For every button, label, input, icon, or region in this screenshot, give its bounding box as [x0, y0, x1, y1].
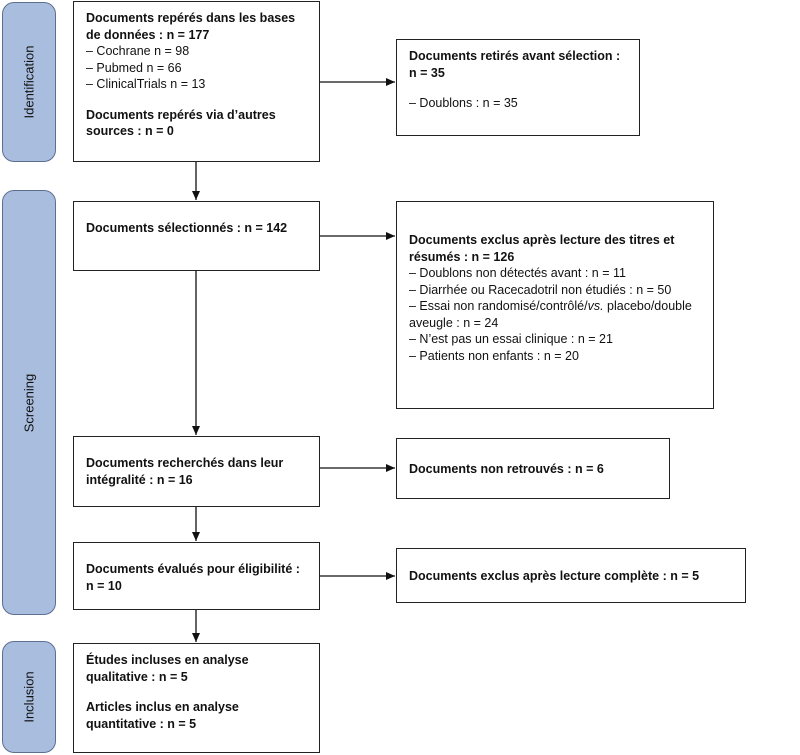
sought-title: Documents recherchés dans leur intégrali…	[86, 456, 284, 487]
excluded-titles-item-doublons: – Doublons non détectés avant : n = 11	[409, 266, 626, 280]
box-databases: Documents repérés dans les bases de donn…	[73, 1, 320, 162]
phase-identification: Identification	[2, 2, 56, 162]
excluded-titles-item-essai-part2: placebo/double aveugle : n = 24	[409, 299, 692, 330]
assessed-title: Documents évalués pour éligibilité : n =…	[86, 562, 300, 593]
box-sought: Documents recherchés dans leur intégrali…	[73, 436, 320, 507]
databases-other-sources: Documents repérés via d’autres sources :…	[86, 107, 276, 139]
databases-item-clinicaltrials: – ClinicalTrials n = 13	[86, 77, 206, 91]
box-selected: Documents sélectionnés : n = 142	[73, 201, 320, 271]
databases-title: Documents repérés dans les bases de donn…	[86, 11, 296, 42]
selected-title: Documents sélectionnés : n = 142	[86, 221, 288, 235]
excluded-titles-item-not-children: – Patients non enfants : n = 20	[409, 348, 579, 363]
databases-item-cochrane: – Cochrane n = 98	[86, 44, 190, 58]
box-assessed: Documents évalués pour éligibilité : n =…	[73, 542, 320, 610]
phase-screening: Screening	[2, 190, 56, 615]
box-not-retrieved: Documents non retrouvés : n = 6	[396, 438, 670, 499]
box-removed: Documents retirés avant sélection : n = …	[396, 39, 640, 136]
excluded-titles-item-not-clinical: – N’est pas un essai clinique : n = 21	[409, 332, 613, 346]
box-excluded-titles: Documents exclus après lecture des titre…	[396, 201, 714, 409]
box-excluded-full: Documents exclus après lecture complète …	[396, 548, 746, 603]
databases-item-pubmed: – Pubmed n = 66	[86, 60, 182, 75]
excluded-full-title: Documents exclus après lecture complète …	[409, 569, 700, 583]
included-qualitative: Études incluses en analyse qualitative :…	[86, 653, 249, 684]
removed-title: Documents retirés avant sélection : n = …	[409, 49, 621, 80]
box-included: Études incluses en analyse qualitative :…	[73, 643, 320, 753]
excluded-titles-item-diarrhee: – Diarrhée ou Racecadotril non étudiés :…	[409, 282, 672, 297]
not-retrieved-title: Documents non retrouvés : n = 6	[409, 462, 604, 476]
excluded-titles-item-essai: – Essai non randomisé/contrôlé/vs. place…	[409, 298, 701, 331]
excluded-titles-item-essai-part1: – Essai non randomisé/contrôlé/	[409, 299, 588, 313]
excluded-titles-item-essai-vs: vs.	[587, 299, 604, 313]
phase-inclusion: Inclusion	[2, 641, 56, 753]
removed-item-doublons: – Doublons : n = 35	[409, 96, 518, 110]
included-quantitative: Articles inclus en analyse quantitative …	[86, 700, 239, 731]
excluded-titles-title: Documents exclus après lecture des titre…	[409, 233, 675, 264]
